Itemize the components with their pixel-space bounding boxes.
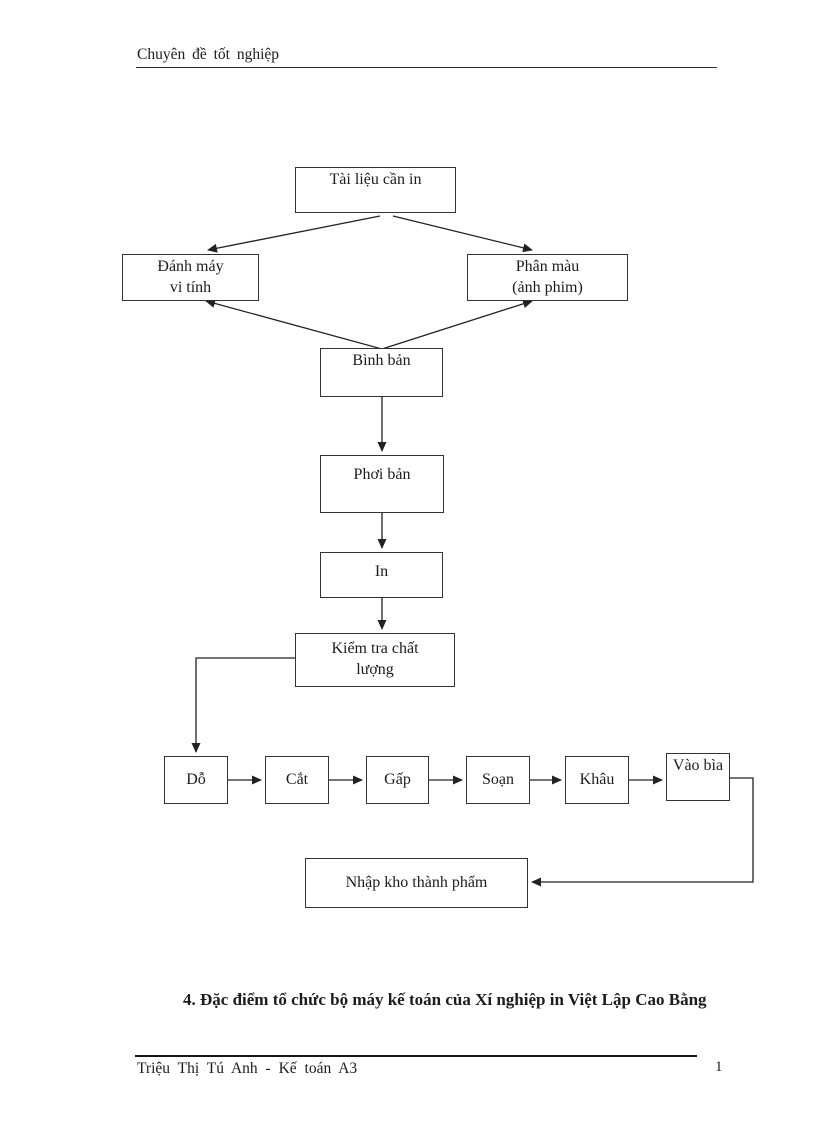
arrow-binhban-to-danhmay — [205, 299, 383, 350]
document-header-title: Chuyên đề tốt nghiệp — [137, 46, 280, 63]
flowchart-node-vao-bia: Vào bìa — [666, 753, 730, 801]
flowchart-node-tai-lieu-can-in: Tài liệu cần in — [295, 167, 456, 213]
flowchart-node-kiem-tra-chat-luong: Kiểm tra chất lượng — [295, 633, 455, 687]
arrow-tailieu-to-danhmay — [207, 215, 381, 253]
flowchart-node-gap: Gấp — [366, 756, 429, 804]
page-number: 1 — [715, 1059, 723, 1075]
header-rule — [136, 67, 717, 68]
footer-rule — [135, 1055, 697, 1057]
document-footer-author: Triệu Thị Tú Anh - Kế toán A3 — [137, 1060, 358, 1077]
flowchart-node-nhap-kho-thanh-pham: Nhập kho thành phẩm — [305, 858, 528, 908]
flowchart-node-in: In — [320, 552, 443, 598]
flowchart-node-soan: Soạn — [466, 756, 530, 804]
flowchart-node-cat: Cắt — [265, 756, 329, 804]
section-heading: 4. Đặc điểm tổ chức bộ máy kế toán của X… — [183, 990, 707, 1009]
flowchart-node-do: Dỗ — [164, 756, 228, 804]
arrow-binhban-to-phanmau — [381, 299, 533, 350]
arrow-kiemtra-to-do — [191, 657, 295, 753]
flowchart-node-danh-may-vi-tinh: Đánh máy vi tính — [122, 254, 259, 301]
flowchart-node-phoi-ban: Phơi bản — [320, 455, 444, 513]
flowchart-node-phan-mau: Phân màu (ảnh phim) — [467, 254, 628, 301]
flowchart-node-binh-ban: Bình bản — [320, 348, 443, 397]
arrow-tailieu-to-phanmau — [392, 215, 533, 253]
flowchart-node-khau: Khâu — [565, 756, 629, 804]
